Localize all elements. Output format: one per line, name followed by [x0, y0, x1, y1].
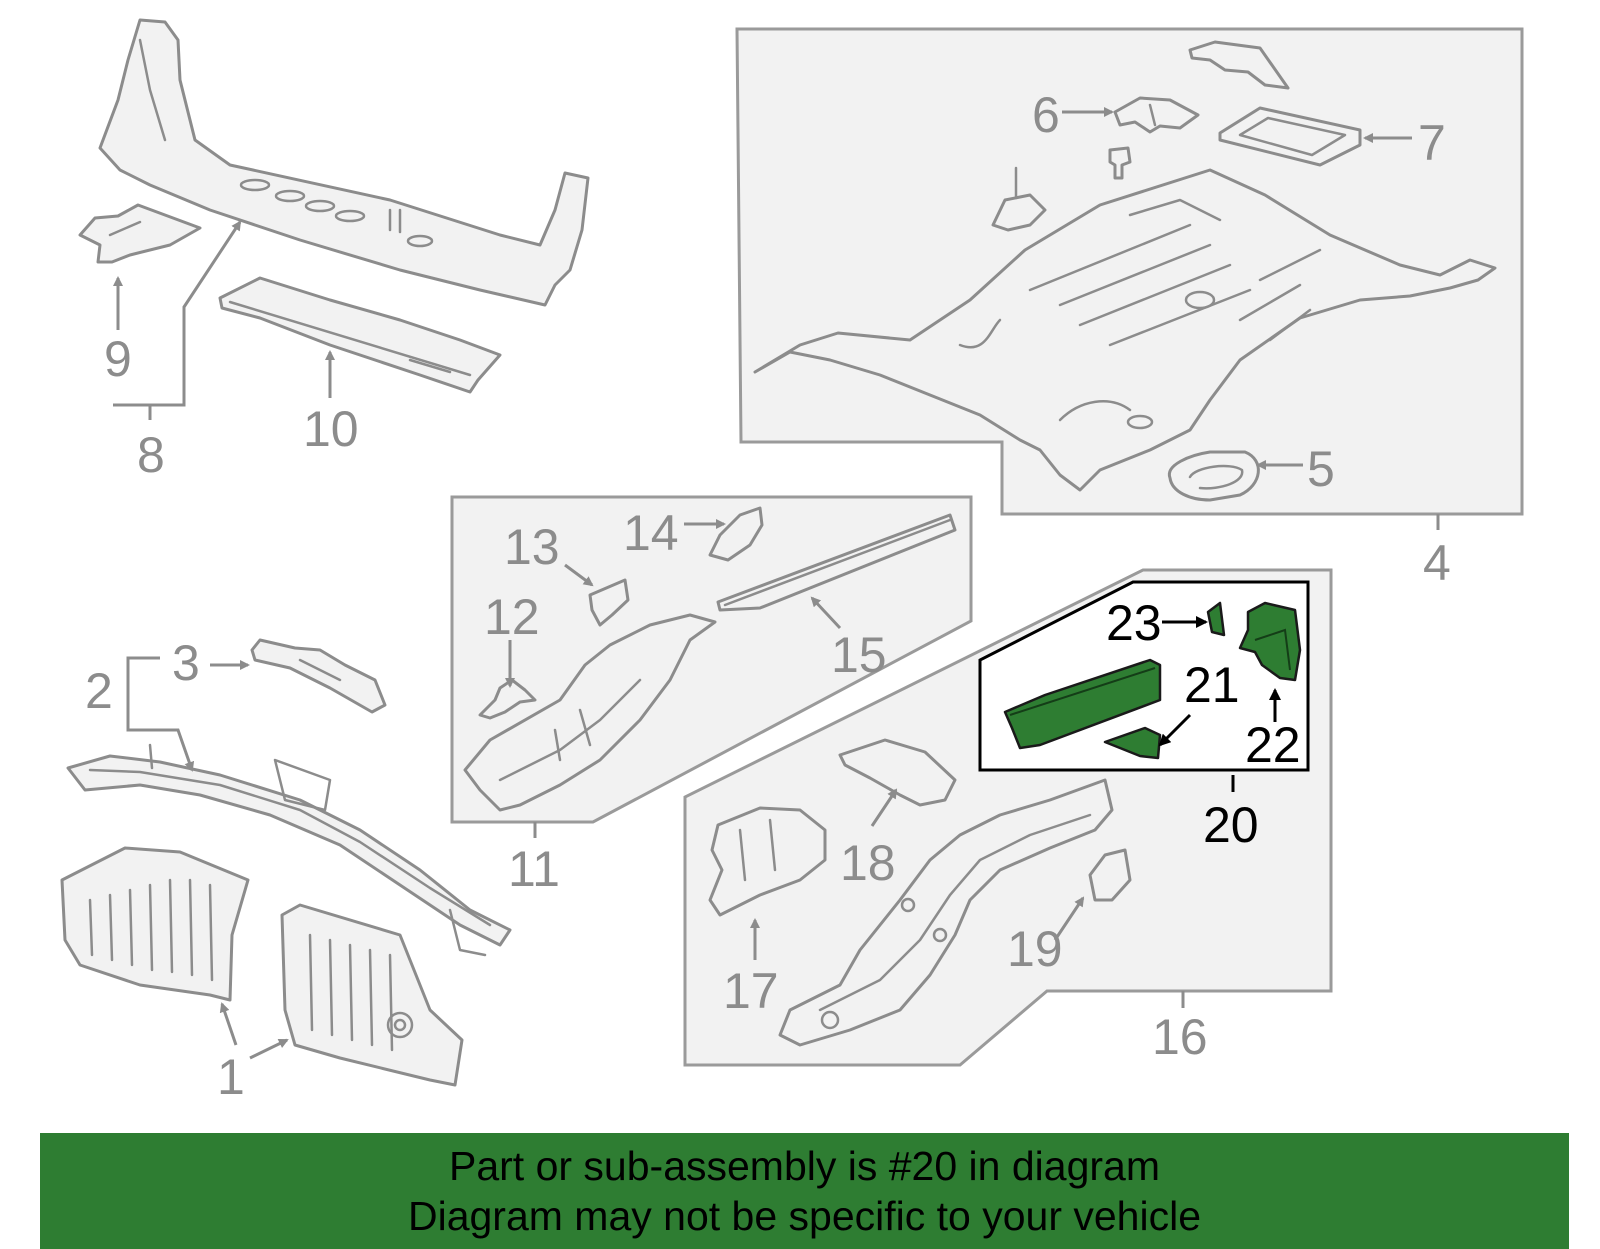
- callout-7[interactable]: 7: [1418, 115, 1446, 171]
- part-13-bracket[interactable]: [588, 578, 630, 627]
- callout-22[interactable]: 22: [1245, 717, 1301, 773]
- part-19-bracket[interactable]: [1088, 848, 1132, 902]
- callout-8[interactable]: 8: [137, 427, 165, 483]
- part-12-bracket[interactable]: [478, 678, 537, 720]
- callout-15[interactable]: 15: [831, 627, 887, 683]
- callout-4[interactable]: 4: [1423, 535, 1451, 591]
- part-15-rail[interactable]: [716, 513, 957, 612]
- leader-lines: [113, 107, 1440, 1060]
- callout-5[interactable]: 5: [1307, 441, 1335, 497]
- callout-1[interactable]: 1: [217, 1049, 245, 1105]
- part-23-bracket-highlight[interactable]: [1206, 601, 1226, 637]
- part-21-bracket-highlight[interactable]: [1103, 726, 1162, 760]
- part-22-bracket-highlight[interactable]: [1238, 601, 1302, 682]
- callout-14[interactable]: 14: [623, 505, 679, 561]
- callout-21[interactable]: 21: [1184, 657, 1240, 713]
- part-3-bracket[interactable]: [250, 638, 387, 714]
- part-2-bar[interactable]: [66, 743, 512, 957]
- callout-17[interactable]: 17: [723, 963, 779, 1019]
- part-8-crossmember[interactable]: [98, 18, 590, 307]
- callout-2[interactable]: 2: [85, 663, 113, 719]
- banner-line-disclaimer: Diagram may not be specific to your vehi…: [407, 1193, 1201, 1239]
- part-14-bracket[interactable]: [708, 506, 764, 562]
- part-1-panel-left[interactable]: [60, 846, 250, 1002]
- callout-11[interactable]: 11: [508, 841, 560, 897]
- callout-13[interactable]: 13: [504, 519, 560, 575]
- part-16-rail-assembly[interactable]: [778, 778, 1114, 1047]
- part-11-rail-assembly[interactable]: [463, 613, 717, 812]
- part-6-bracket[interactable]: [1113, 96, 1200, 134]
- callout-3[interactable]: 3: [172, 635, 200, 691]
- part-18-bracket[interactable]: [838, 738, 957, 807]
- callout-20[interactable]: 20: [1203, 797, 1259, 853]
- part-clip[interactable]: [1108, 146, 1132, 180]
- part-17-bracket[interactable]: [708, 806, 827, 917]
- callout-23[interactable]: 23: [1106, 595, 1162, 651]
- info-banner: Part or sub-assembly is #20 in diagram D…: [40, 1133, 1569, 1249]
- part-20-rail-highlight[interactable]: [1003, 658, 1162, 750]
- callout-19[interactable]: 19: [1007, 921, 1063, 977]
- callout-12[interactable]: 12: [484, 589, 540, 645]
- banner-line-part-number: Part or sub-assembly is #20 in diagram: [449, 1143, 1160, 1189]
- callout-16[interactable]: 16: [1152, 1009, 1208, 1065]
- part-stud-bracket[interactable]: [991, 166, 1047, 232]
- callout-labels: 1 2 3 4 5 6 7 8 9 10 11 12 13 14 15 16 1…: [85, 87, 1451, 1105]
- part-upper-bracket[interactable]: [1188, 40, 1290, 90]
- part-10-rail[interactable]: [218, 276, 502, 394]
- callout-10[interactable]: 10: [303, 401, 359, 457]
- part-9-bracket[interactable]: [78, 203, 202, 264]
- part-5-ring[interactable]: [1167, 450, 1260, 502]
- part-4-floor-pan[interactable]: [753, 168, 1497, 492]
- callout-6[interactable]: 6: [1032, 87, 1060, 143]
- part-1-panel-right[interactable]: [280, 903, 464, 1087]
- part-7-plate[interactable]: [1218, 106, 1362, 167]
- callout-9[interactable]: 9: [104, 331, 132, 387]
- callout-18[interactable]: 18: [840, 835, 896, 891]
